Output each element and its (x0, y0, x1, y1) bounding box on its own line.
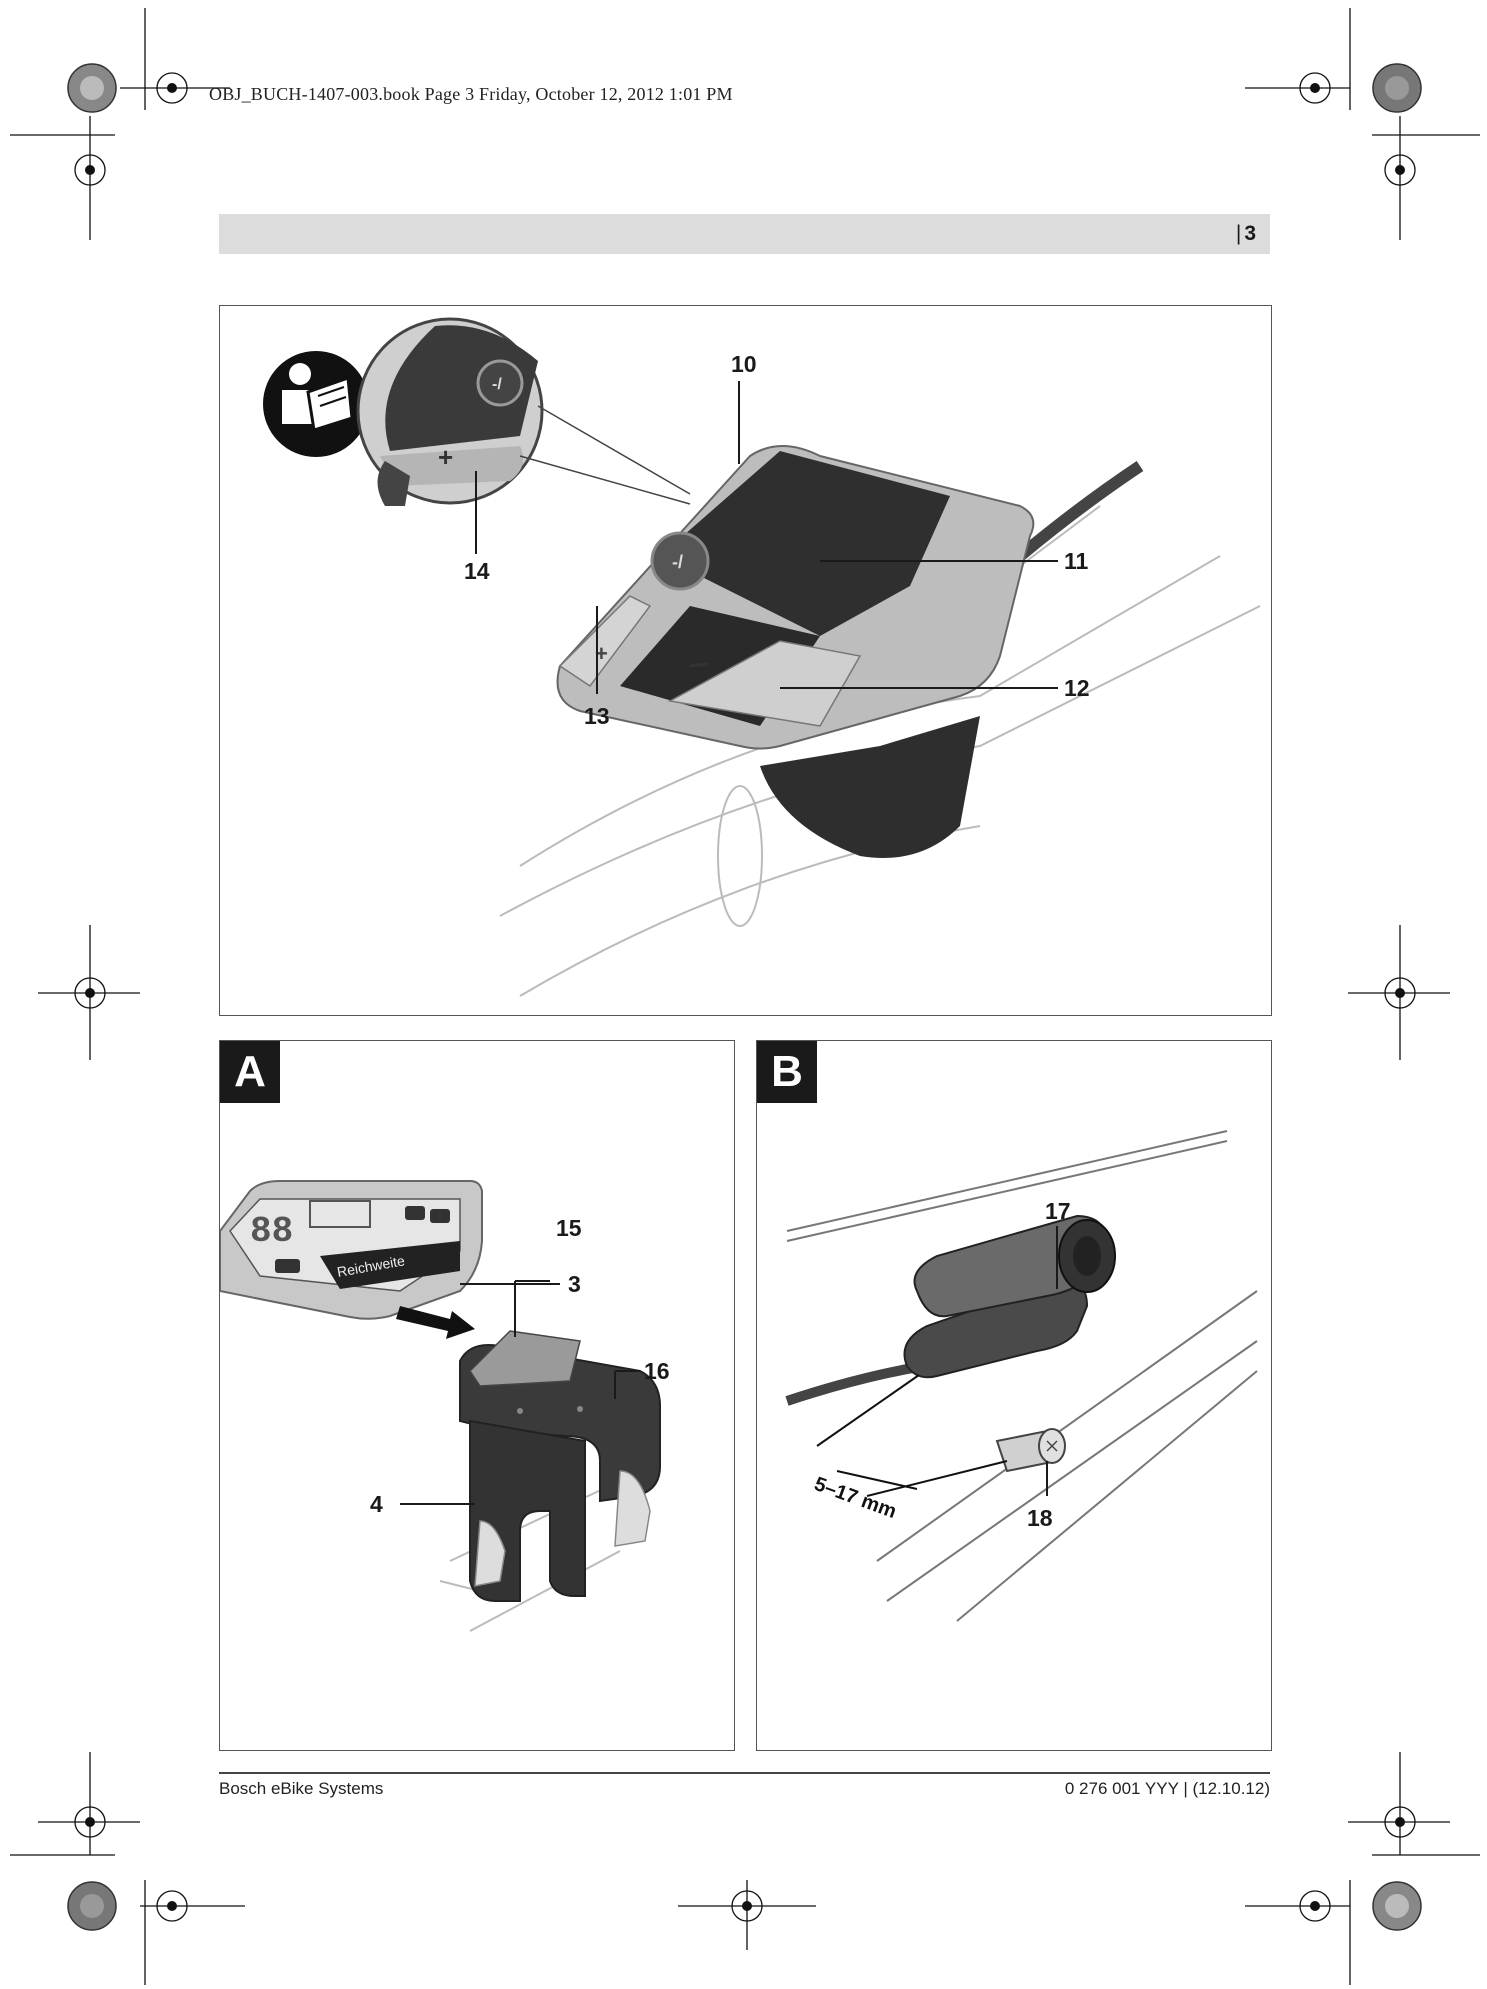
print-slug: OBJ_BUCH-1407-003.book Page 3 Friday, Oc… (209, 84, 733, 104)
callout-16: 16 (644, 1358, 670, 1384)
header-bar: |3 (219, 214, 1270, 254)
callout-4: 4 (370, 1491, 383, 1517)
figure-a-letter: A (220, 1041, 280, 1103)
page-number-value: 3 (1244, 222, 1256, 245)
figure-main-illustration: -/ + -/ + (263, 317, 1261, 997)
display-unit: Reichweite 88 (220, 1180, 483, 1320)
callout-18: 18 (1027, 1505, 1053, 1531)
callout-15: 15 (556, 1215, 582, 1241)
figure-main-panel: -/ + -/ + (219, 305, 1272, 1016)
spoke-magnet (995, 1428, 1066, 1473)
figure-b-letter: B (757, 1041, 817, 1103)
callout-12: 12 (1064, 675, 1090, 701)
callout-11: 11 (1064, 548, 1089, 574)
svg-text:-/: -/ (672, 552, 683, 572)
callout-13: 13 (584, 703, 610, 729)
footer-rule (219, 1772, 1270, 1774)
figure-b-illustration: 5–17 mm 17 18 (785, 1130, 1258, 1622)
footer-brand: Bosch eBike Systems (219, 1779, 384, 1798)
svg-text:+: + (595, 641, 608, 666)
svg-text:-/: -/ (492, 376, 502, 393)
svg-text:+: + (438, 442, 453, 472)
figure-a-panel: A Reichweite 88 (219, 1040, 735, 1751)
display-holder (459, 1330, 661, 1602)
figure-b-panel: B (756, 1040, 1272, 1751)
footer-doc-number: 0 276 001 YYY | (12.10.12) (1064, 1779, 1270, 1798)
svg-text:88: 88 (250, 1211, 293, 1252)
callout-10: 10 (731, 351, 757, 377)
remote-control: -/ + (556, 445, 1035, 858)
callout-3: 3 (568, 1271, 581, 1297)
speed-sensor (903, 1214, 1116, 1379)
callout-17: 17 (1045, 1198, 1071, 1224)
figure-a-illustration: Reichweite 88 (220, 1180, 670, 1632)
read-manual-icon (263, 351, 369, 457)
detail-magnifier: -/ + (356, 317, 691, 506)
callout-14: 14 (464, 558, 490, 584)
dimension-label: 5–17 mm (811, 1473, 899, 1523)
page-number-separator: | (1235, 222, 1242, 245)
page-number: |3 (1236, 222, 1256, 246)
